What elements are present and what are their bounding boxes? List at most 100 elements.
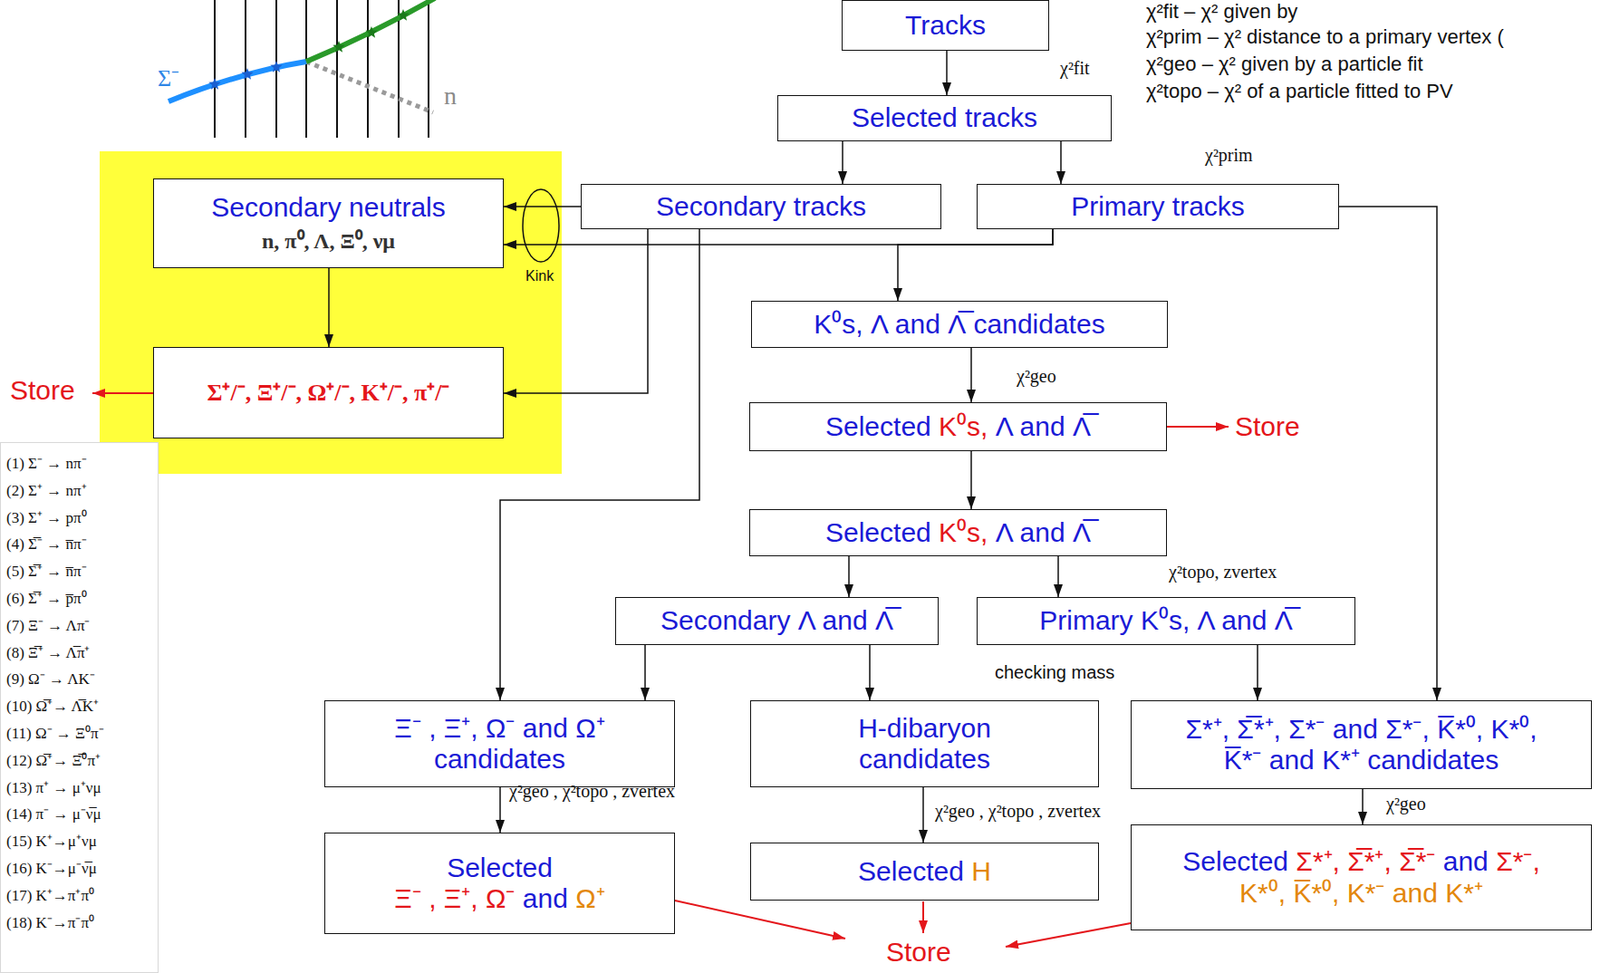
- process-box: Ξ⁻ , Ξ⁺, Ω⁻ and Ω⁺ candidates: [324, 700, 675, 788]
- process-box: Selected tracks: [777, 95, 1112, 142]
- word-space: [1488, 846, 1496, 877]
- box-text: Σ*⁺, Σ̅*⁺, Σ*⁻ and Σ*⁻, K̅*⁰, K*⁰, K̅*⁻ …: [1185, 713, 1537, 777]
- flow-arrow: [1057, 556, 1060, 598]
- text-run: and: [1020, 517, 1066, 548]
- flow-arrow: [1256, 645, 1259, 701]
- word-space: [1339, 877, 1347, 908]
- word-space: [514, 883, 522, 914]
- text-run: Ξ⁺,: [443, 713, 479, 743]
- word-space: [1359, 744, 1368, 775]
- word-space: [963, 856, 972, 887]
- particle-label: Σ⁻: [157, 65, 180, 93]
- flow-arrow: [1060, 141, 1062, 184]
- flow-arrow: [970, 451, 973, 510]
- process-box: Σ⁺/⁻, Ξ⁺/⁻, Ω⁺/⁻, K⁺/⁻, π⁺/⁻: [153, 346, 504, 439]
- flow-arrow: [897, 229, 1053, 301]
- word-space: [514, 713, 522, 743]
- text-run: K*⁻: [1347, 877, 1386, 908]
- detector-plane: [427, 0, 430, 138]
- text-run: and: [1443, 846, 1489, 877]
- edge-label: χ²geo: [1016, 366, 1057, 387]
- text-run: Σ̅*⁻: [1398, 846, 1436, 877]
- word-space: [478, 713, 486, 743]
- text-run: and: [1269, 744, 1315, 775]
- box-text: Selected H: [857, 856, 992, 888]
- detector-plane: [244, 0, 247, 138]
- reaction-line: (2) Σ⁺ → nπ⁺: [6, 477, 87, 505]
- text-run: H-dibaryon: [857, 713, 992, 743]
- word-space: [568, 883, 576, 914]
- word-space: [1384, 877, 1392, 908]
- text-run: Σ̅*⁺,: [1236, 713, 1282, 744]
- store-label: Store: [1234, 411, 1301, 444]
- word-space: [436, 713, 444, 743]
- word-space: [1324, 713, 1332, 744]
- text-run: ,: [428, 713, 436, 743]
- kink-ellipse: [522, 189, 560, 262]
- reaction-line: (13) π⁺ → μ⁺νμ: [6, 774, 102, 802]
- word-space: [478, 883, 486, 914]
- box-text: Tracks: [905, 9, 986, 42]
- reaction-line: (6) Σ̅⁺ → p̅π⁰: [6, 585, 87, 613]
- box-text: Secondary tracks: [655, 191, 867, 223]
- text-run: candidates: [433, 743, 566, 774]
- kink-label: Kink: [525, 268, 554, 285]
- text-run: Ω⁻: [485, 713, 515, 743]
- flow-arrow: [841, 141, 844, 184]
- text-run: Σ̅*⁺,: [1347, 846, 1392, 877]
- text-run: K*⁺: [1321, 744, 1360, 775]
- flow-arrow: [503, 229, 1053, 245]
- text-run: K*⁰,: [1491, 713, 1538, 744]
- process-box: Secondary neutralsn, π⁰, Λ, Ξ⁰, νμ: [153, 178, 504, 269]
- word-space: [931, 517, 939, 548]
- word-space: [1437, 877, 1446, 908]
- store-arrow: [1005, 923, 1131, 947]
- text-run: Ξ⁺,: [443, 883, 479, 914]
- store-arrow: [674, 900, 846, 939]
- process-box: Selected H: [750, 842, 1099, 901]
- text-run: Λ: [995, 517, 1013, 548]
- text-run: K̅*⁰,: [1436, 713, 1484, 744]
- text-run: Λ̅: [1072, 517, 1091, 548]
- text-run: Selected: [825, 411, 932, 442]
- text-run: candidates: [1367, 744, 1499, 775]
- word-space: [436, 883, 444, 914]
- box-text: Selected tracks: [851, 102, 1038, 135]
- hit-star: [269, 60, 282, 73]
- word-space: [1229, 713, 1237, 744]
- legend-note: χ²prim – χ² distance to a primary vertex…: [1146, 25, 1504, 49]
- detector-plane: [336, 0, 338, 138]
- reaction-line: (10) Ω̅⁺→ Λ̅K⁺: [6, 693, 99, 721]
- hit-star: [365, 26, 377, 39]
- text-run: and: [1392, 877, 1438, 908]
- process-box: K⁰s, Λ and Λ̅ candidates: [751, 300, 1168, 348]
- reaction-line: (15) K⁺→μ⁺νμ: [6, 828, 97, 856]
- store-label: Store: [9, 375, 76, 407]
- reaction-line: (5) Σ̅⁺ → n̅π⁻: [6, 558, 87, 586]
- flow-arrow: [970, 347, 973, 403]
- word-space: [421, 713, 429, 743]
- word-space: [1483, 713, 1491, 744]
- flow-arrow: [848, 556, 850, 598]
- reaction-line: (8) Ξ̅⁺ → Λ̅π⁺: [6, 639, 90, 667]
- text-run: Selected: [1182, 846, 1289, 877]
- text-run: Selected: [446, 852, 553, 883]
- legend-note: χ²topo – χ² of a particle fitted to PV: [1146, 79, 1454, 103]
- box-text: n, π⁰, Λ, Ξ⁰, νμ: [261, 229, 396, 255]
- reaction-line: (12) Ω̅⁺→ Ξ̅⁰π⁺: [6, 747, 101, 775]
- text-run: Λ: [995, 411, 1013, 442]
- text-run: and: [522, 883, 569, 914]
- text-run: K̅*⁻: [1224, 744, 1263, 775]
- neutral-track: [306, 61, 434, 113]
- process-box: Primary tracks: [976, 183, 1340, 230]
- word-space: [987, 517, 995, 548]
- text-run: Σ*⁺,: [1295, 846, 1340, 877]
- word-space: [931, 411, 939, 442]
- text-run: and: [1020, 411, 1066, 442]
- store-arrow: [1166, 425, 1229, 428]
- text-run: candidates: [858, 743, 991, 774]
- text-run: Ω⁺: [575, 713, 605, 743]
- process-box: Tracks: [841, 0, 1050, 51]
- charged-track: [168, 61, 307, 102]
- text-run: K*⁰,: [1239, 877, 1286, 908]
